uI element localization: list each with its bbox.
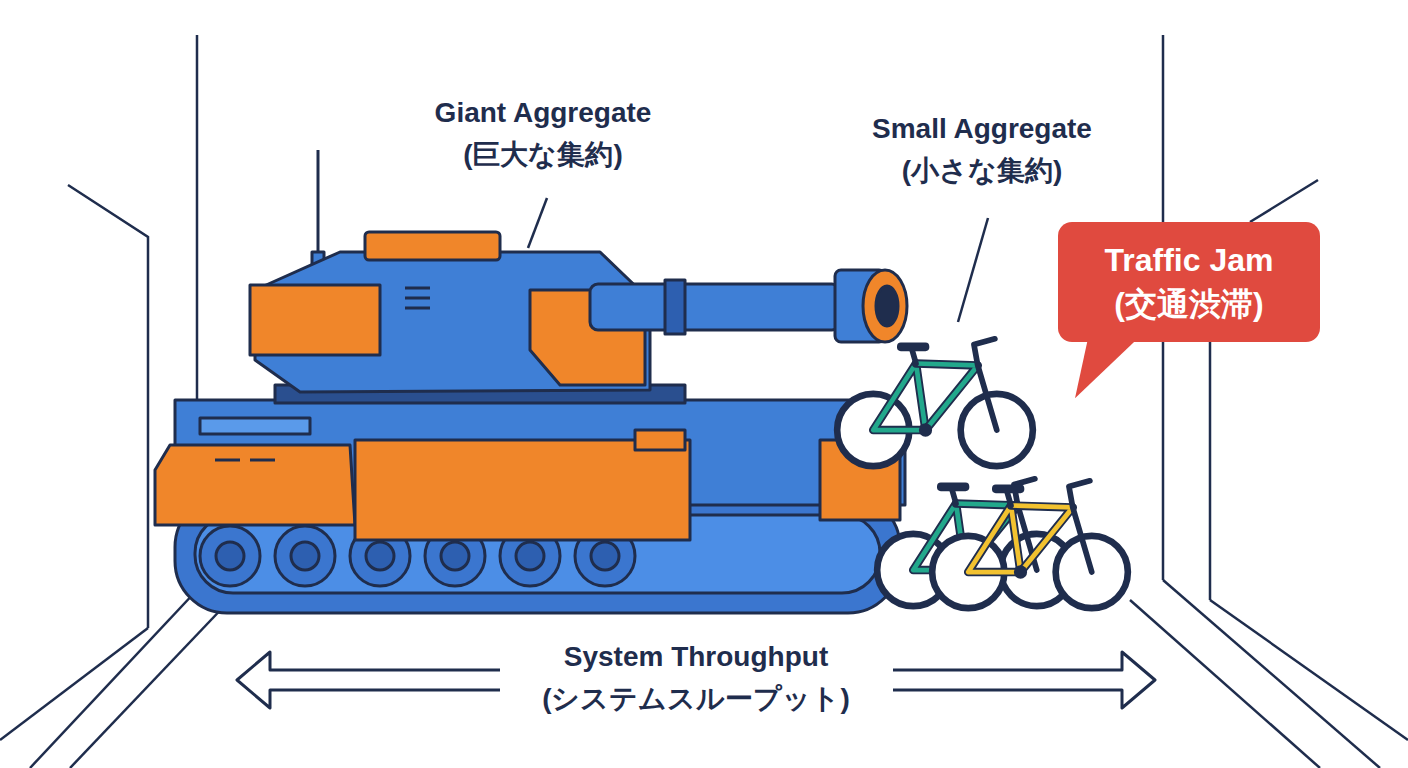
callout-tail (1075, 338, 1138, 398)
tank (155, 150, 907, 613)
aggregate-label: Small Aggregate (小さな集約) (822, 108, 1142, 192)
leader-lines (528, 198, 988, 322)
bicycle (932, 481, 1128, 608)
callout-text: Traffic Jam (交通渋滞) (1072, 238, 1306, 326)
axis-label: System Throughput (システムスループット) (506, 636, 886, 720)
corridor (0, 35, 1408, 768)
callout-tail-layer (1075, 338, 1138, 398)
bicycle (837, 339, 1033, 466)
callout-box: Traffic Jam (交通渋滞) (1058, 222, 1320, 342)
aggregate-label: Giant Aggregate (巨大な集約) (383, 92, 703, 176)
